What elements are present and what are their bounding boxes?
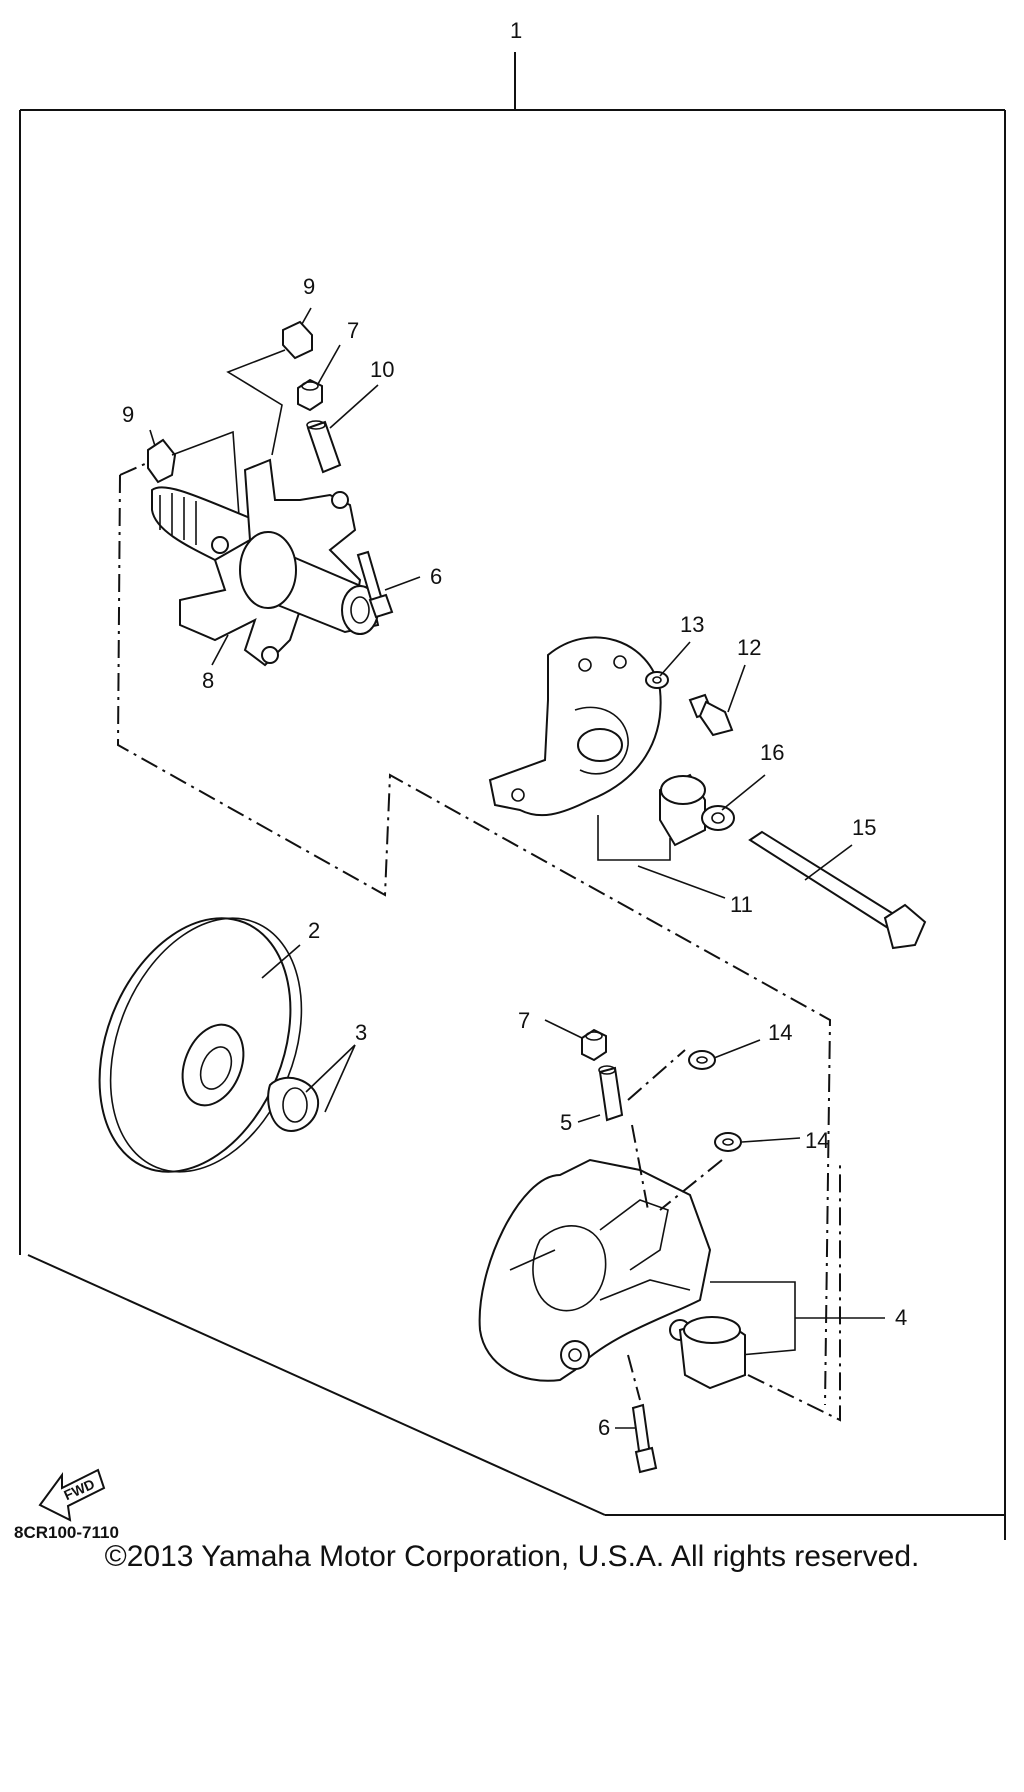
diagram-code: 8CR100-7110 bbox=[14, 1523, 119, 1542]
assembly-outline bbox=[19, 52, 1006, 1540]
callout-7-lower: 7 bbox=[518, 1008, 530, 1033]
callout-3: 3 bbox=[355, 1020, 367, 1045]
exploded-parts-diagram: 1 9 7 10 9 6 8 13 12 16 15 11 2 3 7 14 5… bbox=[14, 18, 1006, 1542]
callout-9-upper: 9 bbox=[303, 274, 315, 299]
part-6-bolt-upper bbox=[356, 550, 394, 619]
callout-5-upper: 5 bbox=[560, 1110, 572, 1135]
callout-2: 2 bbox=[308, 918, 320, 943]
part-16-bushing bbox=[597, 773, 706, 861]
part-4-housing bbox=[478, 1158, 796, 1382]
part-9-left bbox=[147, 430, 241, 531]
part-4-bushing bbox=[678, 1316, 746, 1390]
part-10-pin bbox=[306, 420, 342, 474]
part-5-pin bbox=[598, 1049, 686, 1211]
fwd-arrow-icon: FWD bbox=[38, 1468, 106, 1522]
callout-12: 12 bbox=[737, 635, 761, 660]
part-7-nut-lower bbox=[581, 1028, 607, 1062]
callout-6-lower: 6 bbox=[598, 1415, 610, 1440]
callout-8: 8 bbox=[202, 668, 214, 693]
callout-9-left: 9 bbox=[122, 402, 134, 427]
part-15-bolt bbox=[748, 830, 927, 950]
callout-13: 13 bbox=[680, 612, 704, 637]
part-14-washer-lower bbox=[659, 1132, 742, 1211]
part-7-nut-upper bbox=[297, 378, 323, 412]
part-14-washer-upper bbox=[688, 1050, 716, 1070]
part-11-cover bbox=[488, 636, 662, 817]
callout-7-upper: 7 bbox=[347, 318, 359, 343]
callout-10: 10 bbox=[370, 357, 394, 382]
callout-11: 11 bbox=[730, 892, 753, 917]
callout-4: 4 bbox=[895, 1305, 907, 1330]
part-13-washer bbox=[645, 671, 669, 689]
callout-6-upper: 6 bbox=[430, 564, 442, 589]
part-16-washer bbox=[701, 805, 735, 831]
part-2-sheave bbox=[98, 917, 303, 1173]
callout-14-lower: 14 bbox=[805, 1128, 829, 1153]
callout-14-upper: 14 bbox=[768, 1020, 792, 1045]
leader-lines bbox=[149, 307, 885, 1429]
part-3-clip bbox=[267, 1076, 320, 1132]
part-9-upper bbox=[226, 320, 313, 456]
part-6-bolt-lower bbox=[631, 1403, 658, 1474]
callout-1: 1 bbox=[510, 18, 522, 43]
callout-15: 15 bbox=[852, 815, 876, 840]
part-8-spider bbox=[151, 458, 380, 667]
outline-lower-right bbox=[747, 1160, 841, 1422]
outline-lower-mid bbox=[627, 1354, 641, 1401]
callout-16: 16 bbox=[760, 740, 784, 765]
copyright-notice: ©2013 Yamaha Motor Corporation, U.S.A. A… bbox=[104, 1540, 920, 1573]
part-12-bolt bbox=[688, 693, 734, 737]
